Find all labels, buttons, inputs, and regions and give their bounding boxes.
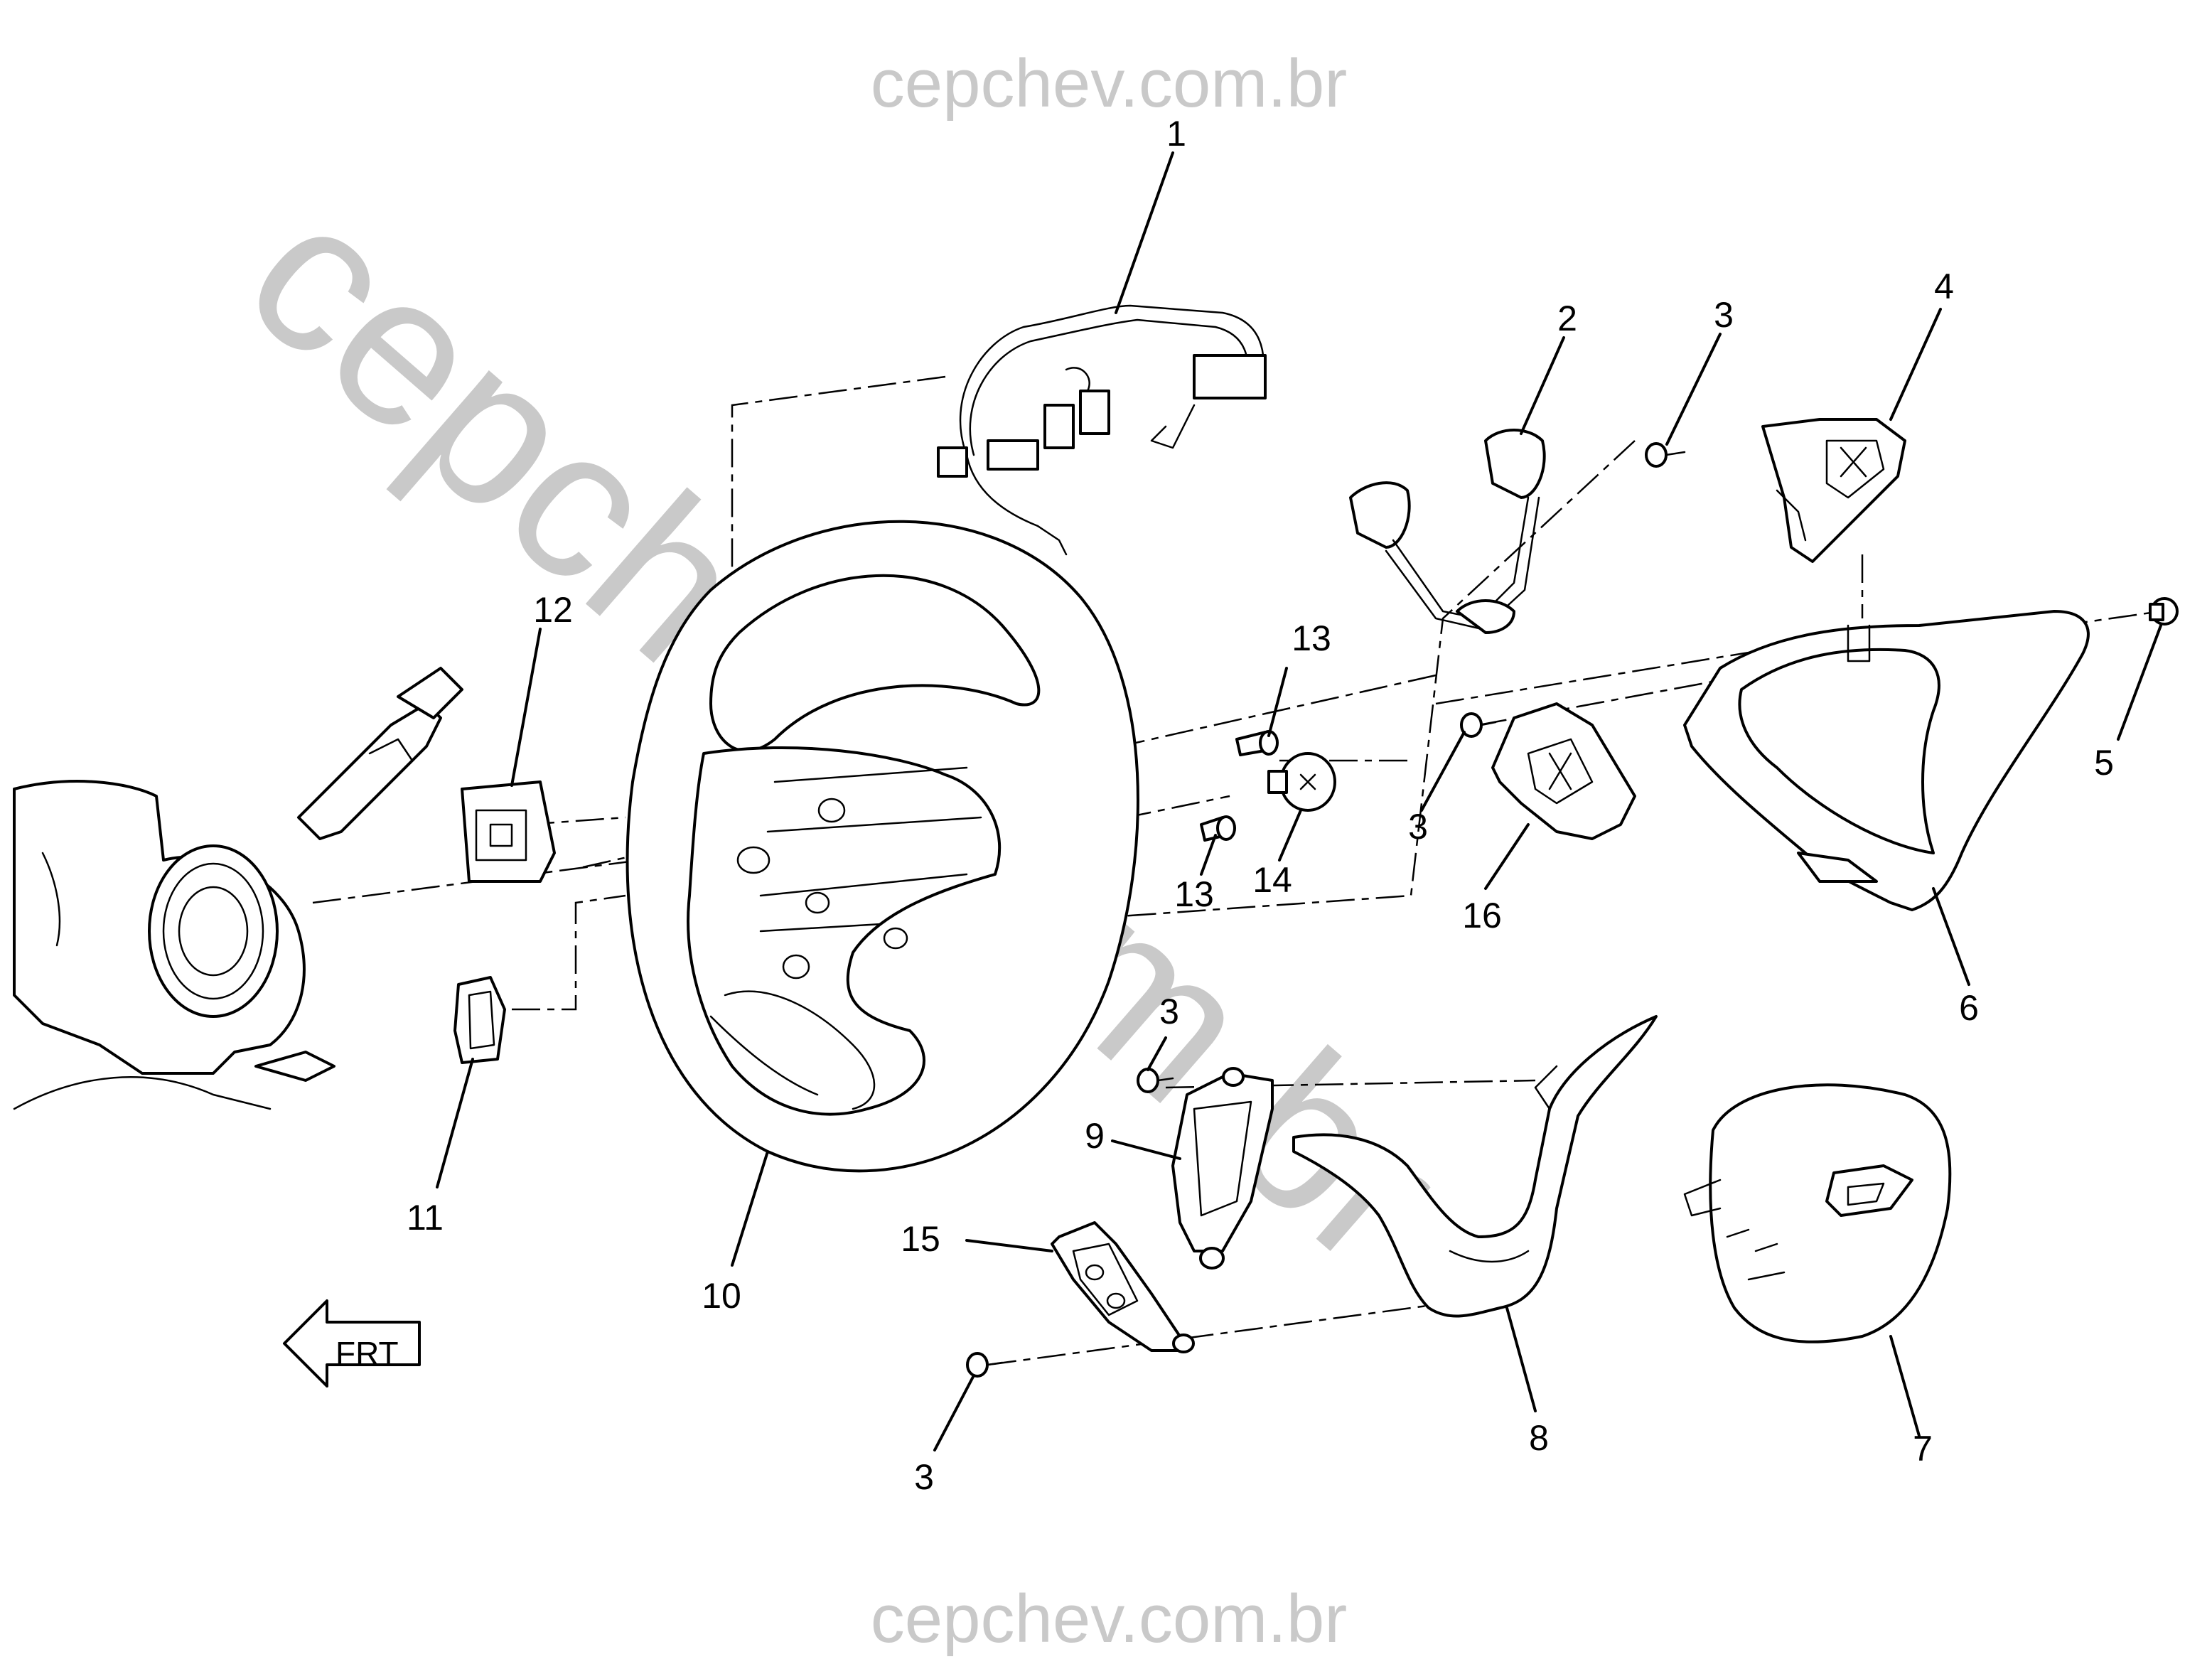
callout-2: 2: [1557, 299, 1577, 338]
callout-5: 5: [2094, 743, 2114, 783]
part-13-bolt-upper: [1235, 730, 1279, 756]
frt-label: FRT: [335, 1335, 399, 1372]
callout-14: 14: [1252, 860, 1292, 900]
callout-3c: 3: [1159, 992, 1179, 1031]
part-10-steering-wheel: [626, 520, 1139, 1173]
part-14-screw: [1267, 752, 1336, 812]
callout-15: 15: [901, 1219, 940, 1259]
part-3-screw-d: [966, 1352, 1004, 1378]
part-9-cover: [1171, 1067, 1274, 1270]
part-12-switch: [461, 780, 556, 883]
callout-16: 16: [1462, 896, 1502, 935]
part-2-harness: [1349, 429, 1546, 634]
callout-4: 4: [1934, 267, 1954, 306]
callout-3d: 3: [914, 1457, 934, 1497]
callout-10: 10: [702, 1276, 741, 1316]
part-1-wiring-harness: [937, 304, 1267, 556]
part-13-bolt-lower: [1200, 815, 1236, 842]
callout-9: 9: [1085, 1116, 1105, 1156]
part-3-screw-b: [1460, 712, 1497, 738]
part-7-airbag-module: [1683, 1083, 1952, 1343]
watermark-bottom: cepchev.com.br: [871, 1581, 1348, 1657]
callout-13a: 13: [1292, 618, 1331, 658]
part-15-control-switch: [1051, 1221, 1195, 1353]
callout-8: 8: [1529, 1418, 1549, 1458]
steering-column-assembly: [13, 667, 463, 1110]
callout-leaders: [436, 151, 2162, 1451]
part-4-control-switch: [1761, 418, 1906, 563]
callout-6: 6: [1959, 988, 1979, 1028]
watermark-top: cepchev.com.br: [871, 45, 1348, 122]
part-5-screw: [2149, 597, 2179, 626]
callout-1: 1: [1166, 114, 1186, 154]
callout-11: 11: [407, 1198, 444, 1238]
part-3-screw-a: [1645, 442, 1686, 468]
callout-13b: 13: [1174, 874, 1214, 914]
callout-12: 12: [533, 590, 573, 630]
callout-3a: 3: [1714, 295, 1734, 335]
part-16-control-switch: [1491, 702, 1636, 840]
front-direction-arrow: FRT: [283, 1299, 421, 1388]
part-6-bezel: [1683, 610, 2090, 911]
callout-labels: 1 2 3 4 5 6 3 16 12 13 13 14 11 10 3 9 1…: [407, 114, 2114, 1497]
part-11-switch: [453, 976, 506, 1064]
callout-3b: 3: [1408, 807, 1428, 847]
part-8-lower-cover: [1292, 1015, 1658, 1318]
callout-7: 7: [1913, 1429, 1933, 1469]
